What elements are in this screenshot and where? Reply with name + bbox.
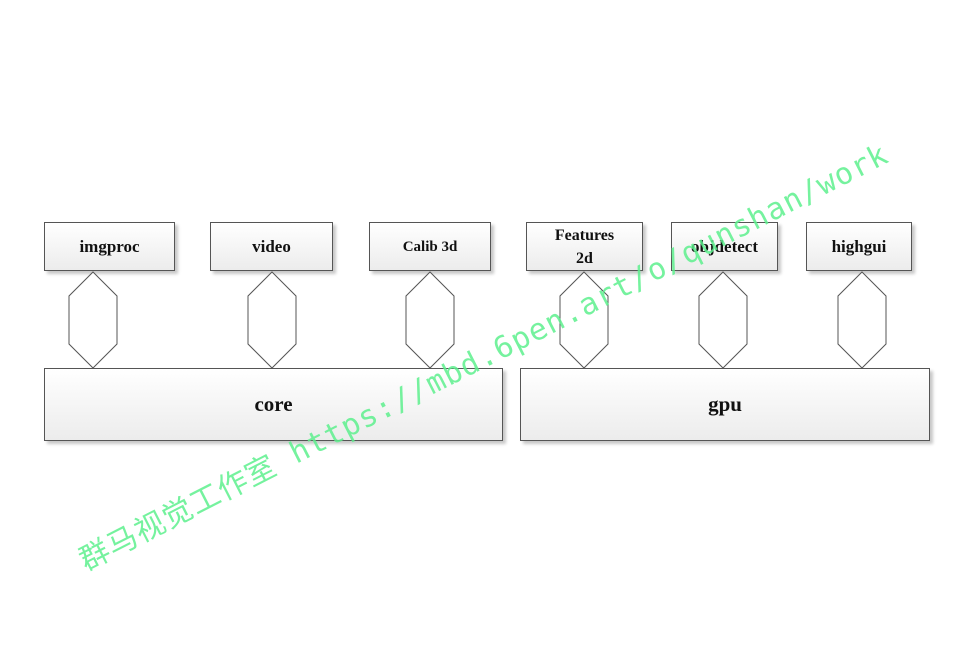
module-imgproc: imgproc xyxy=(44,222,175,271)
base-gpu-label: gpu xyxy=(708,392,742,416)
module-video: video xyxy=(210,222,333,271)
base-core-label: core xyxy=(254,392,293,416)
module-features2d: Features 2d xyxy=(526,222,643,271)
module-video-label: video xyxy=(252,236,291,256)
connector-objdetect-gpu xyxy=(698,271,748,369)
base-core: core xyxy=(44,368,503,441)
module-calib3d-label: Calib 3d xyxy=(402,238,458,255)
base-gpu: gpu xyxy=(520,368,930,441)
module-calib3d: Calib 3d xyxy=(369,222,491,271)
watermark-text: 群马视觉工作室 https://mbd.6pen.art/o/qunshan/w… xyxy=(73,137,895,579)
module-imgproc-label: imgproc xyxy=(79,236,140,256)
module-highgui: highgui xyxy=(806,222,912,271)
module-objdetect: objdetect xyxy=(671,222,778,271)
connector-highgui-gpu xyxy=(837,271,887,369)
module-features2d-label: Features 2d xyxy=(554,226,615,267)
connector-imgproc-core xyxy=(68,271,118,369)
connector-video-core xyxy=(247,271,297,369)
module-highgui-label: highgui xyxy=(831,236,887,256)
module-objdetect-label: objdetect xyxy=(690,236,759,256)
